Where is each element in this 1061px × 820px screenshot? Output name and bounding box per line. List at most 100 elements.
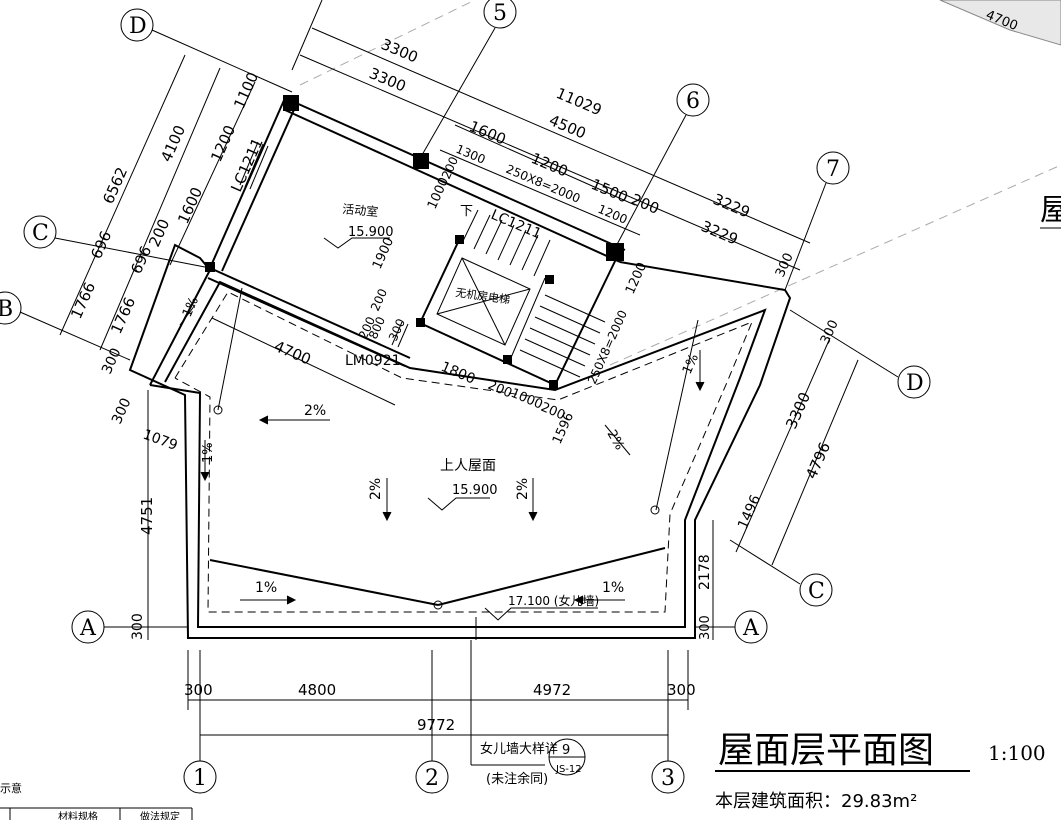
- parapet-dash: [174, 291, 753, 613]
- dim-300-left: 300: [99, 346, 124, 377]
- axis-bubbles: D C B A A D C 5 6 7 1 2: [0, 0, 931, 794]
- dim-1100: 1100: [230, 69, 262, 111]
- dim-1500: 1500: [588, 175, 630, 206]
- parapet-elev-mark: [484, 607, 598, 621]
- window-lc1211-left: [239, 141, 269, 190]
- legend-table-h2: 做法规定: [140, 810, 180, 820]
- dim-200-c: 200: [368, 287, 390, 314]
- axis-A-right: A: [742, 616, 760, 641]
- mid-4700-line: [211, 317, 396, 406]
- legend-fragment: 示意: [0, 781, 22, 795]
- dim-4751: 4751: [138, 497, 156, 535]
- axis-B-left: B: [0, 297, 13, 322]
- dim-1766-a: 1766: [67, 279, 99, 321]
- dim-1000-mid: 1000: [508, 386, 544, 413]
- dim-bot-4800: 4800: [298, 681, 336, 699]
- ghost-line-right: [609, 164, 1061, 366]
- elevator-x2: [436, 288, 531, 315]
- dim-4100: 4100: [157, 122, 189, 164]
- dim-300-right-a: 300: [773, 251, 797, 280]
- column-3: [606, 243, 624, 261]
- axis-C-right: C: [808, 579, 825, 604]
- column-2: [413, 153, 429, 169]
- parapet: [128, 243, 792, 640]
- axis-6: 6: [686, 89, 700, 114]
- axis-A-left: A: [79, 616, 97, 641]
- slope-1pct-right: 1%: [680, 352, 702, 377]
- dim-200-vert: 200: [439, 155, 461, 182]
- dim-2178: 2178: [697, 554, 713, 590]
- axis-3: 3: [661, 766, 675, 791]
- core-left-wall: [419, 237, 461, 324]
- wall-mid: [209, 267, 411, 359]
- column-8: [545, 275, 554, 284]
- axis-1: 1: [193, 766, 207, 791]
- dim-3229-a: 3229: [710, 190, 752, 221]
- slope-1pct-bot-right: 1%: [602, 580, 624, 596]
- roof-elev-mark: [427, 497, 490, 511]
- drain-2: [433, 600, 443, 610]
- roof-elevation: 15.900: [452, 483, 498, 498]
- axis-5: 5: [493, 1, 507, 26]
- slope-1pct-vert: 1%: [201, 442, 216, 463]
- dim-1000-vert: 1000: [425, 175, 452, 211]
- column-4: [205, 262, 215, 272]
- axis-D-top: D: [129, 14, 147, 39]
- drawing-title: 屋面层平面图: [718, 730, 934, 771]
- column-9: [549, 380, 558, 389]
- slope-line-left: [217, 287, 243, 411]
- column-6: [416, 318, 425, 327]
- slope-2pct-diag: 2%: [604, 428, 627, 453]
- slope-line-right: [655, 319, 699, 511]
- detail-callout-text-2: (未注余同): [486, 771, 548, 787]
- dim-200-left: 200: [145, 216, 173, 249]
- parapet-outer: [128, 243, 792, 639]
- detail-callout-text: 女儿墙大样详: [480, 741, 558, 757]
- room-label: 活动室: [342, 201, 379, 219]
- door-label: LM0921: [345, 353, 401, 369]
- core-inner-wall: [509, 277, 546, 361]
- axis-D-right: D: [906, 371, 924, 396]
- dim-bot-300-b: 300: [667, 681, 696, 699]
- stair-down-label: 下: [460, 204, 473, 219]
- dim-bot-300-a: 300: [184, 681, 213, 699]
- column-5: [455, 235, 464, 244]
- legend-table-h1: 材料规格: [58, 810, 98, 820]
- corner-hatch: [939, 0, 1061, 46]
- parapet-elevation: 17.100 (女儿墙): [508, 593, 599, 608]
- slope-1pct-bot-left: 1%: [255, 580, 277, 596]
- dim-300-vert: 300: [130, 613, 146, 640]
- dim-4796: 4796: [802, 439, 834, 481]
- dim-3300-right: 3300: [782, 389, 814, 431]
- dim-1200-right: 1200: [623, 260, 650, 296]
- roof-drain-line-left: [209, 559, 439, 606]
- room-elev-mark: [323, 237, 390, 249]
- dim-300-right-b: 300: [818, 318, 842, 347]
- dim-1766-b: 1766: [107, 294, 139, 336]
- core-right-wall: [554, 254, 619, 386]
- room-elevation: 15.900: [348, 225, 394, 240]
- dim-250x8-right: 250X8=2000: [585, 308, 630, 386]
- ghost-line-top: [299, 0, 476, 86]
- window-lc1211-label-b: LC1211: [488, 207, 543, 243]
- parapet-inner: [149, 280, 767, 628]
- core-bottom-wall: [419, 322, 556, 386]
- roof-drain-line-right: [437, 547, 666, 606]
- elevator-label: 无机房电梯: [455, 285, 511, 307]
- right-dimline: [771, 359, 859, 566]
- floor-area: 本层建筑面积：29.83m²: [715, 791, 917, 812]
- wall-left: [209, 97, 286, 269]
- dim-4700-mid: 4700: [271, 337, 313, 368]
- slope-arrows: [179, 304, 705, 605]
- dim-3300-a: 3300: [378, 35, 420, 66]
- stair-treads: [461, 209, 606, 378]
- wall-left-inner: [221, 102, 298, 272]
- dim-1800: 1800: [438, 359, 477, 388]
- dim-1496: 1496: [735, 492, 764, 531]
- axis-2: 2: [425, 766, 439, 791]
- dim-3229-b: 3229: [698, 217, 740, 248]
- axis-7: 7: [826, 157, 840, 182]
- drawing-scale: 1:100: [988, 741, 1046, 765]
- roof-label: 上人屋面: [440, 458, 496, 474]
- slope-2pct-mid: 2%: [304, 403, 326, 419]
